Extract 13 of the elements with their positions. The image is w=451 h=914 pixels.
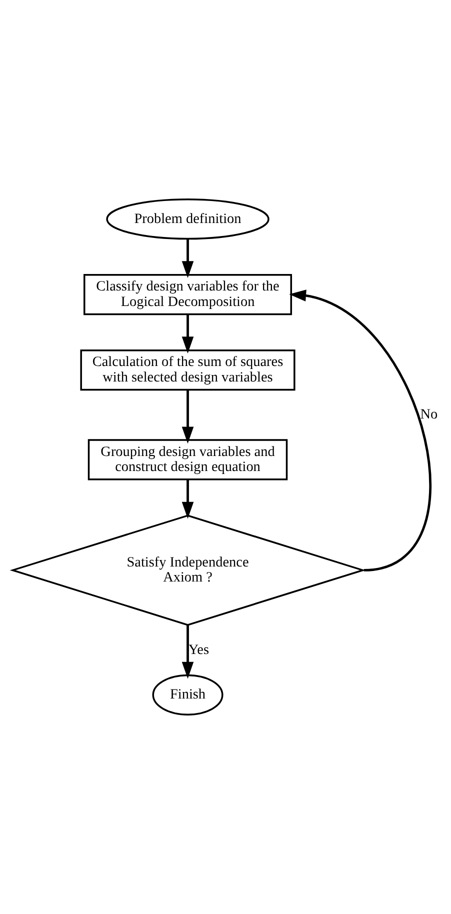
arrow xyxy=(289,290,432,572)
edge-label: No xyxy=(420,406,438,423)
arrow xyxy=(182,314,194,354)
arrow xyxy=(182,239,194,278)
arrow xyxy=(182,625,194,679)
node-ellipse: Problem definition xyxy=(106,198,270,240)
node-box: Grouping design variables and construct design equation xyxy=(88,439,288,480)
arrow xyxy=(182,390,194,444)
node-box: Classify design variables for the Logical Decomposition xyxy=(84,274,292,316)
arrow xyxy=(182,480,194,519)
node-ellipse: Finish xyxy=(152,674,224,716)
node-diamond: Satisfy Independence Axiom ? xyxy=(10,514,366,626)
node-box: Calculation of the sum of squares with selected design variables xyxy=(80,349,296,391)
